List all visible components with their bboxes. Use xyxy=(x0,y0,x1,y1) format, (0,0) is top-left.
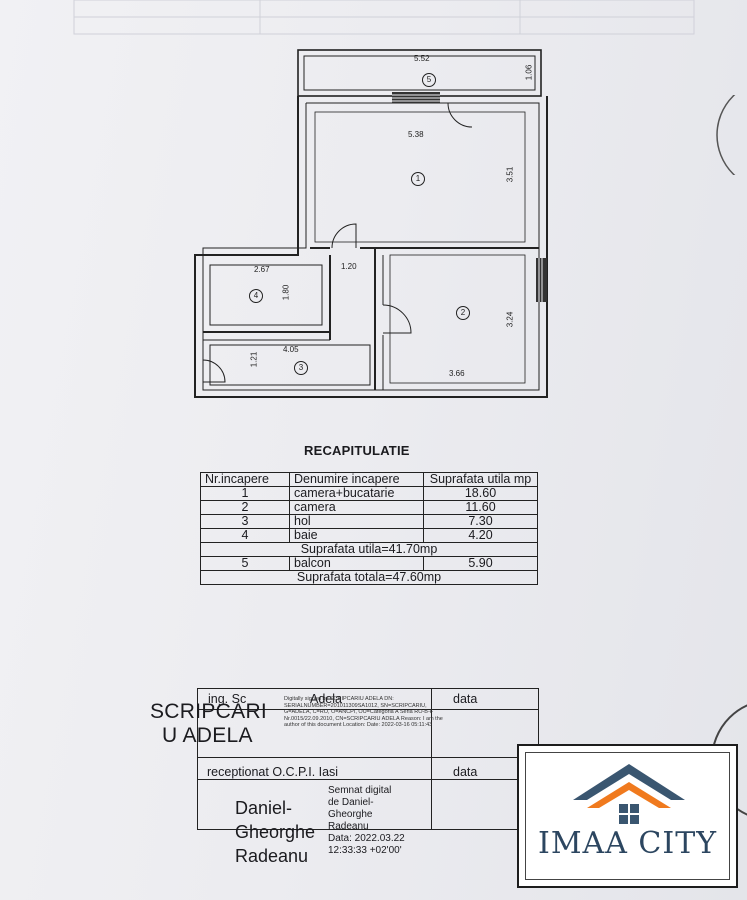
signer-line: Gheorghe xyxy=(235,822,316,842)
balcony-name: balcon xyxy=(289,556,424,571)
digital-line: Data: 2022.03.22 xyxy=(328,833,405,844)
recap-title: RECAPITULATIE xyxy=(304,443,410,458)
balcony-area: 5.90 xyxy=(423,556,538,571)
grand-total: Suprafata totala=47.60mp xyxy=(200,570,538,585)
dim-bath-width: 2.67 xyxy=(254,265,270,274)
recap-header-row: Nr.incapere Denumire incapere Suprafata … xyxy=(200,472,538,487)
signer-name: Daniel- Gheorghe Radeanu xyxy=(235,796,315,868)
engineer-name: Adela xyxy=(310,692,342,706)
row-name: hol xyxy=(289,514,424,529)
logo-frame xyxy=(525,752,730,880)
faded-header-table xyxy=(73,0,695,35)
signer-line: Daniel- xyxy=(235,798,293,818)
row-nr: 1 xyxy=(200,486,290,501)
round-stamp-fragment xyxy=(716,95,736,175)
imaa-city-logo: IMAA CITY xyxy=(517,744,738,888)
balcony-nr: 5 xyxy=(200,556,290,571)
dim-hall-width: 1.20 xyxy=(341,262,357,271)
sig-divider xyxy=(198,709,538,710)
row-area: 7.30 xyxy=(423,514,538,529)
dim-room2-width: 3.66 xyxy=(449,369,465,378)
digital-signature-details: Digitally signed by SCRIPCARIU ADELA DN:… xyxy=(284,696,443,729)
signature-stamp: SCRIPCARI U ADELA xyxy=(150,700,267,748)
room-number-5: 5 xyxy=(422,73,436,87)
row-area: 11.60 xyxy=(423,500,538,515)
table-row: 2 camera 11.60 xyxy=(200,500,538,515)
signer-line: Radeanu xyxy=(235,846,309,866)
header-name: Denumire incapere xyxy=(289,472,424,487)
dim-hall2-width: 4.05 xyxy=(283,345,299,354)
sig-divider xyxy=(198,779,538,780)
signature-block: ing. Sc Adela data receptionat O.C.P.I. … xyxy=(197,688,539,830)
dim-balcony-width: 5.52 xyxy=(414,54,430,63)
row-name: camera xyxy=(289,500,424,515)
engineer-prefix: ing. Sc xyxy=(208,692,247,706)
sig-vertical-divider xyxy=(431,689,432,829)
row-area: 18.60 xyxy=(423,486,538,501)
digital-line: Radeanu xyxy=(328,821,369,832)
row-area: 4.20 xyxy=(423,528,538,543)
useful-total: Suprafata utila=41.70mp xyxy=(200,542,538,557)
room-number-2: 2 xyxy=(456,306,470,320)
date-label-1: data xyxy=(453,692,478,706)
room-number-4: 4 xyxy=(249,289,263,303)
grand-total-row: Suprafata totala=47.60mp xyxy=(200,570,538,585)
floor-plan xyxy=(194,49,548,398)
table-row: 3 hol 7.30 xyxy=(200,514,538,529)
table-row: 4 baie 4.20 xyxy=(200,528,538,543)
sig-divider xyxy=(198,757,538,758)
dim-room1-depth: 3.51 xyxy=(505,166,515,183)
house-icon xyxy=(573,764,685,824)
digital-line: Semnat digital xyxy=(328,785,392,796)
recap-table: Nr.incapere Denumire incapere Suprafata … xyxy=(200,472,538,585)
dim-room2-depth: 3.24 xyxy=(505,311,515,328)
header-area: Suprafata utila mp xyxy=(423,472,538,487)
balcony-row: 5 balcon 5.90 xyxy=(200,556,538,571)
room-number-1: 1 xyxy=(411,172,425,186)
row-nr: 3 xyxy=(200,514,290,529)
digital-line: de Daniel- xyxy=(328,797,374,808)
digital-line: 12:33:33 +02'00' xyxy=(328,845,402,856)
row-name: camera+bucatarie xyxy=(289,486,424,501)
row-name: baie xyxy=(289,528,424,543)
digital-line: Gheorghe xyxy=(328,809,373,820)
digital-signature-text: Semnat digital de Daniel- Gheorghe Radea… xyxy=(328,785,405,857)
useful-total-row: Suprafata utila=41.70mp xyxy=(200,542,538,557)
dim-hall2-depth: 1.21 xyxy=(249,351,259,368)
receptionat-label: receptionat O.C.P.I. Iasi xyxy=(207,765,339,779)
row-nr: 2 xyxy=(200,500,290,515)
dim-room1-width: 5.38 xyxy=(408,130,424,139)
row-nr: 4 xyxy=(200,528,290,543)
logo-text: IMAA CITY xyxy=(537,826,718,861)
stamp-line: SCRIPCARI xyxy=(150,700,268,723)
room-number-3: 3 xyxy=(294,361,308,375)
dim-balcony-depth: 1.06 xyxy=(524,64,534,81)
table-row: 1 camera+bucatarie 18.60 xyxy=(200,486,538,501)
header-nr: Nr.incapere xyxy=(200,472,290,487)
stamp-line: U ADELA xyxy=(162,724,253,747)
date-label-2: data xyxy=(453,765,478,779)
dim-bath-depth: 1.80 xyxy=(281,284,291,301)
